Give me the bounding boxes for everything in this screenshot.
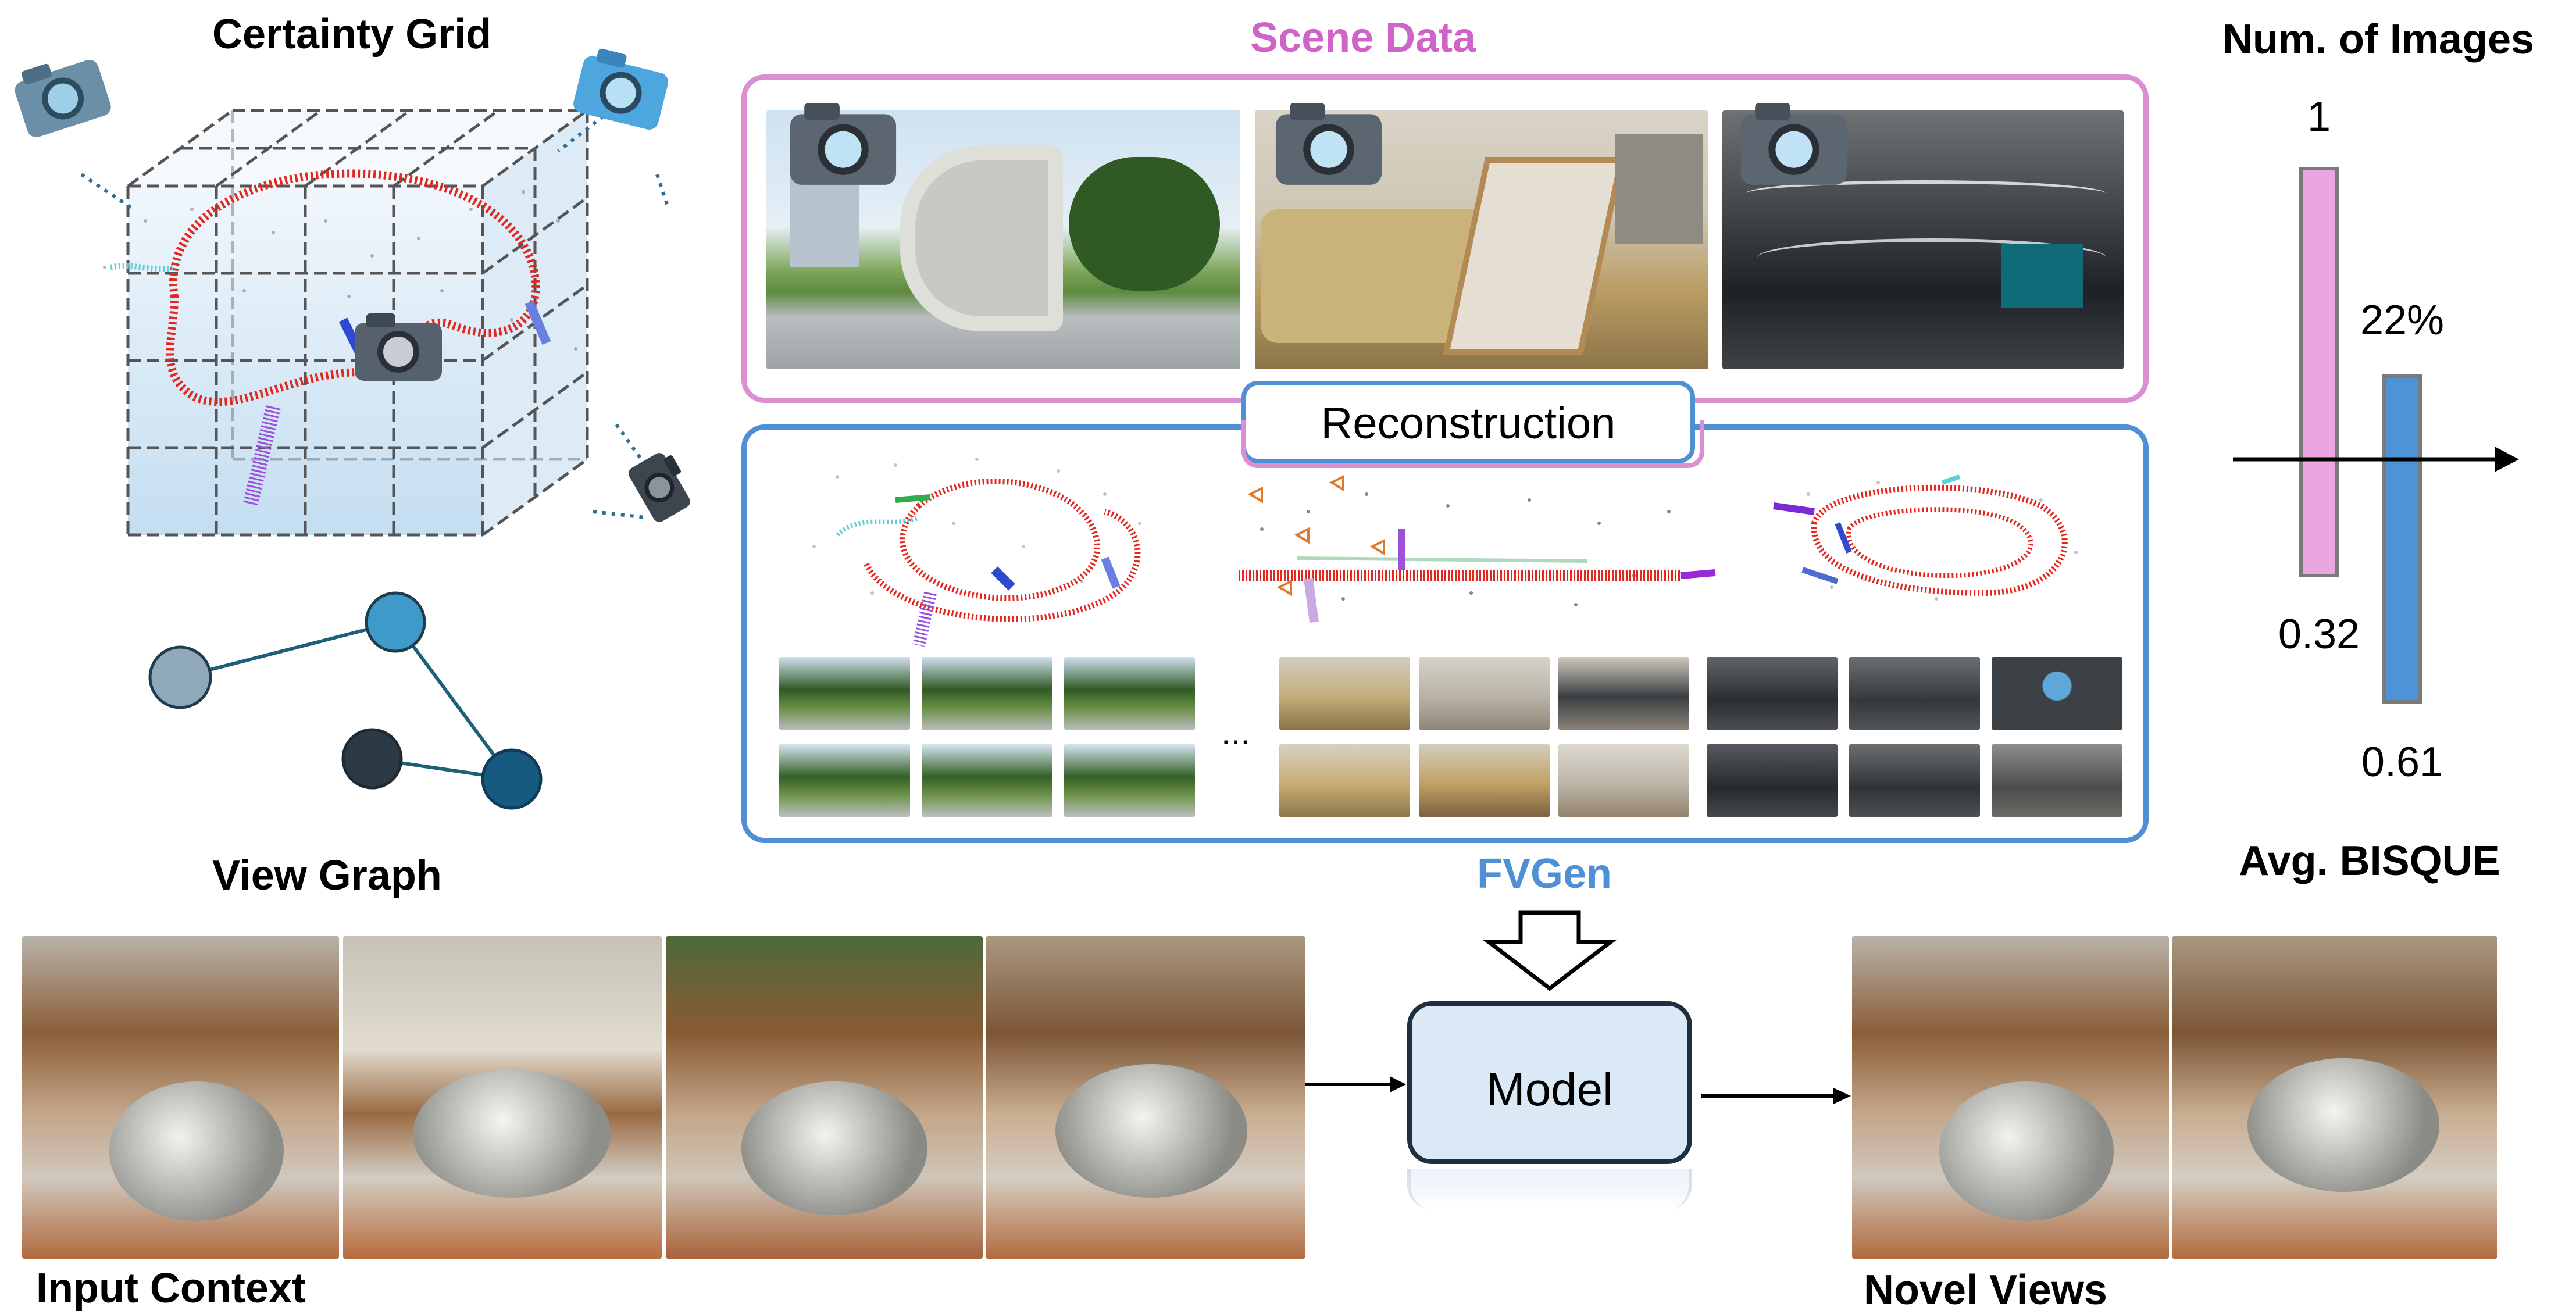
- recon-thumb: [922, 657, 1052, 730]
- fvgen-title: FVGen: [1477, 851, 1612, 897]
- chart-title: Num. of Images: [2222, 16, 2534, 63]
- recon-thumb: [1707, 744, 1838, 817]
- chart-bisque-label: 0.32: [2278, 611, 2360, 658]
- chart-num-images-label: 1: [2307, 94, 2331, 140]
- recon-thumb: [779, 657, 910, 730]
- recon-thumb: [1849, 657, 1980, 730]
- chart-num-images-label: 22%: [2360, 297, 2444, 344]
- camera-icon: [790, 103, 897, 185]
- model-box: Model: [1407, 1001, 1692, 1164]
- recon-thumb: [1279, 744, 1410, 817]
- input-context-title: Input Context: [36, 1265, 306, 1312]
- input-context-photo: [343, 936, 662, 1259]
- reconstruction-title: Reconstruction: [1321, 399, 1616, 448]
- chart-bisque-label: 0.61: [2361, 739, 2443, 785]
- reconstruction-cloud-indoor: [1239, 474, 1716, 623]
- recon-thumb: [1992, 657, 2122, 730]
- reconstruction-cloud-tunnel: [1773, 474, 2078, 601]
- arrow-right-icon: [2495, 447, 2519, 472]
- view-graph: [148, 591, 543, 810]
- graph-node-icon: [341, 728, 403, 790]
- input-context-photo: [666, 936, 983, 1259]
- recon-thumb: [922, 744, 1052, 817]
- input-context-photo: [986, 936, 1305, 1259]
- view-graph-title: View Graph: [212, 852, 442, 899]
- thumbnails-ellipsis: ...: [1221, 713, 1251, 752]
- novel-view-photo: [2172, 936, 2497, 1259]
- graph-node-icon: [148, 645, 212, 709]
- recon-thumb: [1849, 744, 1980, 817]
- reconstruction-cloud-outdoor: [812, 458, 1141, 647]
- recon-thumb: [1064, 744, 1195, 817]
- camera-icon: [15, 59, 111, 138]
- recon-thumb: [1558, 657, 1689, 730]
- graph-node-icon: [481, 748, 543, 810]
- hollow-down-arrow-icon: [1482, 910, 1617, 991]
- recon-thumb: [779, 744, 910, 817]
- camera-icon: [1740, 103, 1847, 185]
- scene-photo-livingroom: [1255, 110, 1708, 369]
- input-context-photo: [22, 936, 339, 1259]
- recon-thumb: [1707, 657, 1838, 730]
- certainty-grid-title: Certainty Grid: [212, 11, 492, 58]
- recon-thumb: [1064, 657, 1195, 730]
- camera-icon: [573, 48, 669, 130]
- chart-bar-blue: [2382, 374, 2422, 704]
- camera-icon: [1275, 103, 1382, 185]
- recon-thumb: [1419, 657, 1550, 730]
- chart-bar-pink: [2299, 167, 2339, 577]
- camera-icon: [628, 453, 690, 522]
- recon-thumb: [1419, 744, 1550, 817]
- model-reflection: [1407, 1169, 1692, 1209]
- scene-data-title: Scene Data: [1250, 15, 1476, 61]
- reconstruction-label-box: Reconstruction: [1241, 381, 1704, 468]
- bisque-chart: Num. of Images Avg. BISQUE 1 0.32 22% 0.61: [2222, 16, 2534, 884]
- graph-node-icon: [365, 591, 426, 653]
- arrow-right-icon: [1701, 1088, 1851, 1104]
- recon-thumb: [1992, 744, 2122, 817]
- chart-xlabel: Avg. BISQUE: [2239, 838, 2500, 884]
- recon-thumb: [1558, 744, 1689, 817]
- recon-thumb: [1279, 657, 1410, 730]
- arrow-right-icon: [1303, 1076, 1406, 1092]
- camera-icon: [355, 313, 442, 381]
- model-label: Model: [1486, 1063, 1613, 1115]
- certainty-grid-illustration: [80, 109, 670, 537]
- novel-views-title: Novel Views: [1864, 1267, 2107, 1313]
- novel-view-photo: [1852, 936, 2169, 1259]
